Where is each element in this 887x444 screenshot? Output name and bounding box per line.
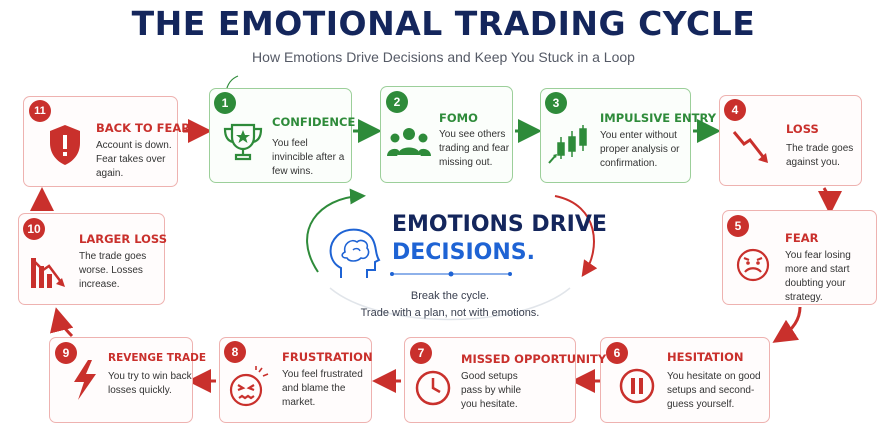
stage-title: BACK TO FEAR: [96, 121, 191, 135]
stage-description: You enter without proper analysis or con…: [600, 130, 680, 169]
stage-description: The trade goes worse. Losses increase.: [79, 251, 147, 290]
arrow-9-to-10: [50, 307, 74, 338]
head-brain-icon: [329, 228, 381, 278]
stage-title: CONFIDENCE: [272, 115, 356, 129]
stage-card-larger-loss: 10 LARGER LOSS The trade goes worse. Los…: [18, 213, 167, 305]
stage-card-back-to-fear: 11 BACK TO FEAR Account is down. Fear ta…: [23, 96, 190, 187]
trophy-icon: [223, 123, 263, 161]
stage-card-confidence: 1 CONFIDENCE You feel invincible after a…: [209, 88, 356, 183]
stage-description: Good setups pass by while you hesitate.: [461, 371, 522, 410]
candlestick-chart-icon: [548, 125, 587, 164]
stage-title: LOSS: [786, 122, 819, 136]
stage-title: IMPULSIVE ENTRY: [600, 111, 717, 125]
worried-face-icon: [736, 248, 770, 282]
stage-card-hesitation: 6 HESITATION You hesitate on good setups…: [600, 337, 770, 423]
frustrated-face-icon: [229, 366, 269, 407]
stage-title: FEAR: [785, 231, 819, 245]
page-title: THE EMOTIONAL TRADING CYCLE: [131, 4, 756, 43]
center-message-line2: Trade with a plan, not with emotions.: [360, 307, 540, 319]
stage-title: REVENGE TRADE: [108, 352, 207, 364]
stage-title: LARGER LOSS: [79, 232, 167, 246]
stage-description: You see others trading and fear missing …: [439, 129, 510, 168]
stage-description: You feel invincible after a few wins.: [272, 138, 345, 177]
stage-card-impulsive-entry: 3 IMPULSIVE ENTRY You enter without prop…: [540, 88, 716, 183]
stage-number-badge: 2: [386, 91, 408, 113]
stage-card-missed-opportunity: 7 MISSED OPPORTUNITY Good setups pass by…: [404, 337, 606, 423]
stage-card-loss: 4 LOSS The trade goes against you.: [719, 95, 862, 186]
page-subtitle: How Emotions Drive Decisions and Keep Yo…: [252, 49, 635, 65]
stage-number-badge: 3: [545, 92, 567, 114]
arrow-5-to-6: [772, 306, 802, 343]
stage-description: Account is down. Fear takes over again.: [96, 140, 172, 179]
stage-number-badge: 8: [224, 341, 246, 363]
stage-description: The trade goes against you.: [786, 143, 854, 168]
center-title-line1: EMOTIONS DRIVE: [392, 212, 607, 237]
center-title-line2: DECISIONS.: [392, 240, 535, 265]
stage-title: FOMO: [439, 111, 478, 125]
stage-description: You try to win back losses quickly.: [108, 371, 192, 396]
falling-bars-icon: [31, 258, 65, 288]
stage-description: You hesitate on good setups and second-g…: [667, 371, 761, 410]
arrow-4-to-5: [817, 187, 842, 215]
stage-description: You fear losing more and start doubting …: [785, 250, 851, 303]
stage-number-badge: 11: [29, 100, 51, 122]
shield-alert-icon: [50, 125, 80, 165]
center-message-line1: Break the cycle.: [410, 290, 490, 302]
lightning-icon: [74, 360, 96, 400]
stage-card-revenge-trade: 9 REVENGE TRADE You try to win back loss…: [49, 337, 206, 423]
stage-title: FRUSTRATION: [282, 350, 373, 364]
stage-number-badge: 10: [23, 218, 45, 240]
pause-icon: [619, 368, 655, 404]
trend-down-arrow-icon: [732, 131, 768, 163]
stage-card-fomo: 2 FOMO You see others trading and fear m…: [380, 86, 513, 183]
center-loop-green: [306, 188, 366, 273]
stage-card-frustration: 8 FRUSTRATION You feel frustrated and bl…: [219, 337, 373, 423]
center-loop-red: [554, 195, 598, 277]
stage-number-badge: 5: [727, 215, 749, 237]
stage-number-badge: 6: [606, 342, 628, 364]
stage-title: HESITATION: [667, 350, 744, 364]
stage-number-badge: 7: [410, 342, 432, 364]
stage-number-badge: 1: [214, 92, 236, 114]
stage-number-badge: 9: [55, 342, 77, 364]
stage-description: You feel frustrated and blame the market…: [282, 369, 363, 408]
stage-title: MISSED OPPORTUNITY: [461, 352, 607, 366]
stage-number-badge: 4: [724, 99, 746, 121]
stage-card-fear: 5 FEAR You fear losing more and start do…: [722, 210, 877, 305]
people-group-icon: [387, 128, 431, 156]
center-loop-bottom: [329, 287, 571, 321]
clock-icon: [415, 370, 451, 406]
